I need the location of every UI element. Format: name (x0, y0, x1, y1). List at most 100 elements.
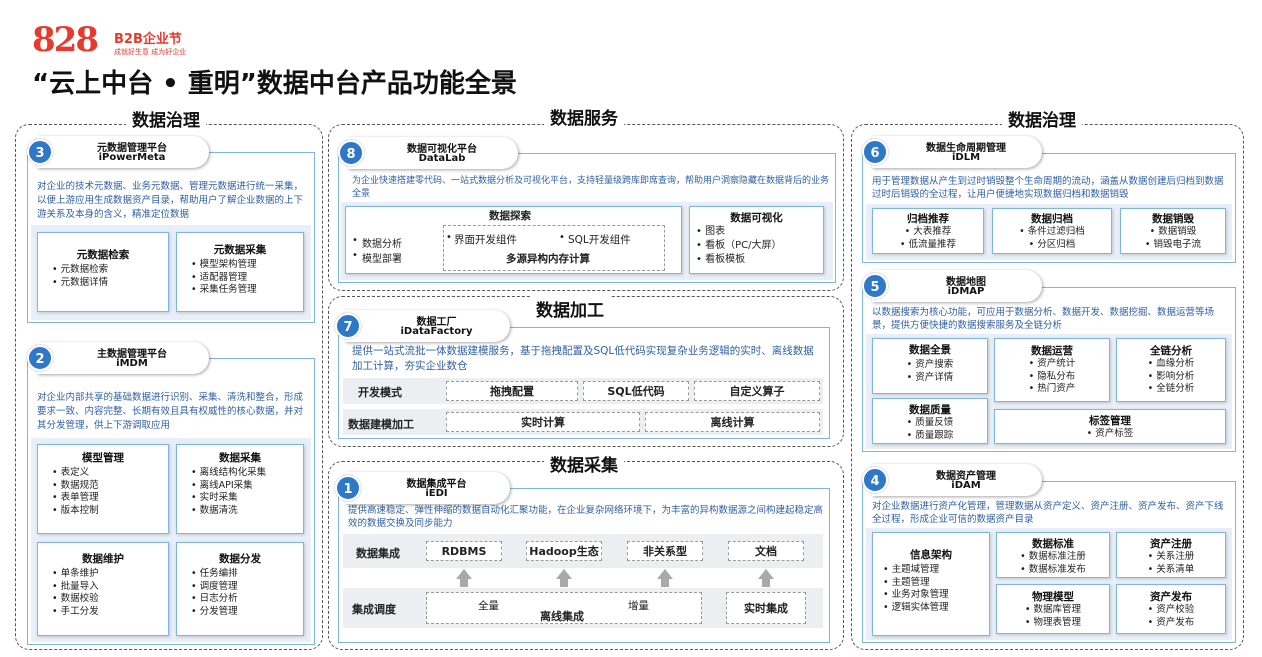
dam-box-standard[interactable]: 数据标准 数据标准注册 数据标准发布 (996, 532, 1110, 578)
box-item: 关系清单 (1117, 564, 1225, 577)
card-mdm-header[interactable]: 2 主数据管理平台 iMDM (27, 342, 209, 374)
section-title-governance-right: 数据治理 (1002, 106, 1082, 131)
card-edi-header[interactable]: 1 数据集成平台 iEDI (335, 472, 510, 504)
card-dam-header[interactable]: 4 数据资产管理 iDAM (862, 464, 1042, 496)
edi-offline-frame[interactable] (426, 592, 702, 624)
box-item: 血缘分析 (1117, 358, 1225, 371)
badge-dam: 4 (862, 467, 888, 493)
edi-source-item[interactable]: 非关系型 (627, 541, 703, 561)
edi-source-item[interactable]: RDBMS (426, 541, 502, 561)
dam-box-publish[interactable]: 资产发布 资产校验 资产发布 (1116, 584, 1226, 634)
card-meta-header[interactable]: 3 元数据管理平台 iPowerMeta (27, 136, 209, 168)
logo-slogan: 成就好生意 成为好企业 (114, 48, 187, 56)
box-item: 物理表管理 (997, 617, 1109, 630)
meta-box-collect[interactable]: 元数据采集 模型架构管理 适配器管理 采集任务管理 (176, 232, 304, 312)
badge-dmap: 5 (862, 273, 888, 299)
box-item: 批量导入 (38, 581, 168, 594)
explore-title: 数据探索 (489, 210, 531, 222)
box-item: 资产发布 (1117, 617, 1225, 630)
factory-dev-item[interactable]: 自定义算子 (694, 381, 820, 401)
box-title: 资产注册 (1150, 538, 1192, 550)
factory-model-item[interactable]: 实时计算 (446, 412, 640, 432)
box-item: 实时采集 (177, 492, 303, 505)
box-item: 看板（PC/大屏） (690, 239, 823, 253)
box-title: 归档推荐 (907, 213, 949, 225)
box-title: 模型管理 (82, 452, 124, 464)
card-dmap-desc: 以数据搜索为核心功能，可应用于数据分析、数据开发、数据挖掘、数据运营等场景，提供… (872, 307, 1215, 331)
box-item: 数据校验 (38, 593, 168, 606)
box-item: 热门资产 (995, 383, 1109, 396)
badge-edi: 1 (335, 475, 361, 501)
box-item: 看板模板 (690, 253, 823, 267)
dmap-box-ops[interactable]: 数据运营 资产统计 隐私分布 热门资产 (994, 338, 1110, 402)
box-item: 数据销毁 (1121, 226, 1225, 239)
edi-incr-label: 增量 (628, 600, 649, 612)
edi-source-item[interactable]: 文档 (728, 541, 804, 561)
mdm-box-maintain[interactable]: 数据维护 单条维护 批量导入 数据校验 手工分发 (37, 542, 169, 636)
card-factory-desc: 提供一站式流批一体数据建模服务，基于拖拽配置及SQL低代码实现复杂业务逻辑的实时… (352, 345, 814, 372)
box-item: 主题域管理 (873, 564, 989, 577)
edi-row-integrate-label: 数据集成 (356, 547, 400, 560)
card-dam-code: iDAM (951, 480, 981, 491)
datalab-box-visual[interactable]: 数据可视化 图表 看板（PC/大屏） 看板模板 (689, 206, 824, 274)
mdm-box-model[interactable]: 模型管理 表定义 数据规范 表单管理 版本控制 (37, 444, 169, 534)
card-dmap-code: iDMAP (947, 286, 985, 297)
dlm-box-destroy[interactable]: 数据销毁 数据销毁 销毁电子流 (1120, 208, 1226, 254)
mdm-box-collect[interactable]: 数据采集 离线结构化采集 离线API采集 实时采集 数据清洗 (176, 444, 304, 534)
card-factory-code: iDataFactory (400, 326, 473, 337)
card-factory-header[interactable]: 7 数据工厂 iDataFactory (335, 310, 510, 342)
box-item: 版本控制 (38, 505, 168, 518)
explore-inner-item: 界面开发组件 (454, 234, 517, 246)
dam-box-info-arch[interactable]: 信息架构 主题域管理 主题管理 业务对象管理 逻辑实体管理 (872, 532, 990, 636)
arrow-up-icon (758, 569, 774, 579)
factory-dev-item[interactable]: SQL低代码 (583, 381, 689, 401)
mdm-box-distribute[interactable]: 数据分发 任务编排 调度管理 日志分析 分发管理 (176, 542, 304, 636)
box-item: 离线结构化采集 (177, 467, 303, 480)
box-item: 数据清洗 (177, 505, 303, 518)
box-item: 元数据检索 (38, 264, 168, 277)
card-datalab-name: 数据可视化平台 (407, 144, 477, 155)
badge-dlm: 6 (862, 139, 888, 165)
box-item: 数据库管理 (997, 604, 1109, 617)
arrow-up-icon (456, 569, 472, 579)
box-item: 离线API采集 (177, 480, 303, 493)
box-item: 资产详情 (873, 372, 987, 385)
card-factory-name: 数据工厂 (416, 317, 457, 328)
box-item: 数据标准注册 (997, 551, 1109, 564)
logo-number: 828 (32, 20, 99, 60)
card-dlm-name: 数据生命周期管理 (926, 143, 1006, 154)
box-title: 数据标准 (1032, 538, 1074, 550)
dlm-box-archive[interactable]: 数据归档 条件过滤归档 分区归档 (992, 208, 1112, 254)
edi-source-item[interactable]: Hadoop生态 (526, 541, 602, 561)
section-title-processing: 数据加工 (530, 296, 610, 321)
box-item: 关系注册 (1117, 551, 1225, 564)
dam-box-register[interactable]: 资产注册 关系注册 关系清单 (1116, 532, 1226, 578)
card-meta-code: iPowerMeta (98, 152, 166, 163)
dam-box-physical[interactable]: 物理模型 数据库管理 物理表管理 (996, 584, 1110, 634)
box-title: 物理模型 (1032, 591, 1074, 603)
explore-bullet: • (559, 232, 565, 243)
factory-model-item[interactable]: 离线计算 (645, 412, 820, 432)
card-dmap-header[interactable]: 5 数据地图 iDMAP (862, 270, 1042, 302)
card-edi-name: 数据集成平台 (406, 479, 467, 490)
dmap-box-overview[interactable]: 数据全景 资产搜索 资产详情 (872, 338, 988, 394)
meta-box-search[interactable]: 元数据检索 元数据检索 元数据详情 (37, 232, 169, 312)
box-title: 信息架构 (910, 549, 952, 561)
edi-realtime-item[interactable]: 实时集成 (726, 592, 806, 624)
card-datalab-header[interactable]: 8 数据可视化平台 DataLab (338, 137, 518, 169)
explore-bullet: • (352, 235, 358, 246)
badge-mdm: 2 (27, 345, 53, 371)
factory-dev-item[interactable]: 拖拽配置 (446, 381, 578, 401)
card-dmap-name: 数据地图 (946, 277, 986, 288)
dmap-box-lineage[interactable]: 全链分析 血缘分析 影响分析 全链分析 (1116, 338, 1226, 402)
datalab-box-explore[interactable]: 数据探索 数据分析 模型部署 • • 界面开发组件 SQL开发组件 • • 多源… (345, 206, 682, 274)
card-dlm-header[interactable]: 6 数据生命周期管理 iDLM (862, 136, 1042, 168)
card-edi-desc: 提供高速稳定、弹性伸缩的数据自动化汇聚功能，在企业复杂网络环境下，为丰富的异构数… (348, 505, 824, 529)
box-title: 全链分析 (1150, 345, 1192, 357)
badge-meta: 3 (27, 139, 53, 165)
edi-full-label: 全量 (478, 600, 499, 612)
dmap-box-quality[interactable]: 数据质量 质量反馈 质量跟踪 (872, 398, 988, 444)
arrow-up-icon (661, 579, 669, 587)
dlm-box-archive-rec[interactable]: 归档推荐 大表推荐 低流量推荐 (872, 208, 984, 254)
dmap-box-tags[interactable]: 标签管理 资产标签 (994, 409, 1226, 444)
